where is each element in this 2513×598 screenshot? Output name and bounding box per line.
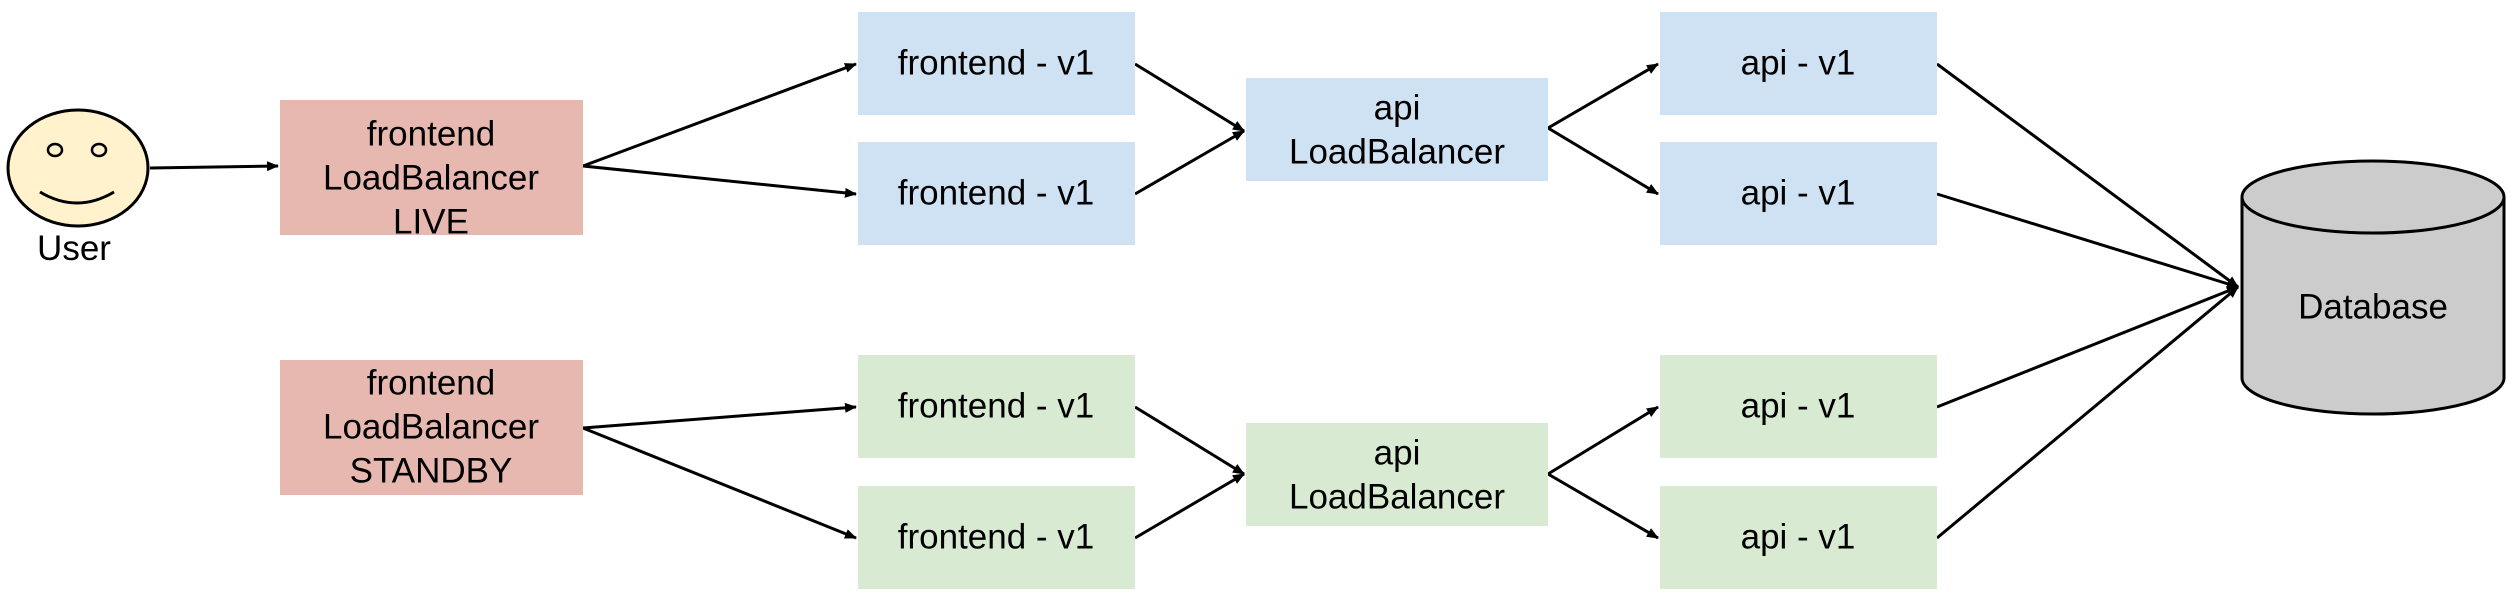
live-api-bottom: api - v1 <box>1660 142 1937 245</box>
live-api-top: api - v1 <box>1660 12 1937 115</box>
live-lb-line-1: frontend <box>367 114 495 153</box>
edge-standby-api-lb-to-api-bottom <box>1547 472 1659 540</box>
standby-api-lb-line-2: LoadBalancer <box>1289 477 1505 516</box>
live-api-loadbalancer: api LoadBalancer <box>1246 78 1548 181</box>
database-cylinder-icon <box>2240 159 2506 416</box>
database-node: Database <box>2240 159 2506 416</box>
edge-standby-api-lb-to-api-top <box>1547 405 1659 476</box>
edge-standby-api-bottom-to-database <box>1936 285 2239 540</box>
standby-api-loadbalancer: api LoadBalancer <box>1246 423 1548 526</box>
standby-frontend-top: frontend - v1 <box>858 355 1135 458</box>
edge-standby-lb-to-frontend-top <box>582 402 857 430</box>
standby-frontend-bottom: frontend - v1 <box>858 486 1135 589</box>
edge-live-api-lb-to-api-bottom <box>1547 126 1659 196</box>
edge-live-api-bottom-to-database <box>1936 192 2239 289</box>
database-label: Database <box>2298 287 2448 326</box>
edge-standby-frontend-bottom-to-api-lb <box>1134 472 1245 540</box>
edge-standby-lb-to-frontend-bottom <box>582 426 857 540</box>
live-frontend-bottom: frontend - v1 <box>858 142 1135 245</box>
standby-lb-line-2: LoadBalancer <box>323 407 539 446</box>
standby-api-lb-line-1: api <box>1374 433 1421 472</box>
smiley-face-icon <box>6 108 150 228</box>
edge-standby-frontend-top-to-api-lb <box>1134 405 1245 476</box>
standby-api-bottom-label: api - v1 <box>1741 517 1856 556</box>
live-frontend-bottom-label: frontend - v1 <box>898 173 1095 212</box>
standby-lb-line-1: frontend <box>367 363 495 402</box>
edges <box>149 62 2239 540</box>
edge-live-api-top-to-database <box>1936 62 2239 289</box>
live-api-lb-line-2: LoadBalancer <box>1289 132 1505 171</box>
standby-frontend-loadbalancer: frontend LoadBalancer STANDBY <box>280 360 583 495</box>
live-api-lb-line-1: api <box>1374 88 1421 127</box>
edge-live-api-lb-to-api-top <box>1547 62 1659 130</box>
user-node: User <box>6 108 150 268</box>
live-frontend-top: frontend - v1 <box>858 12 1135 115</box>
standby-api-top: api - v1 <box>1660 355 1937 458</box>
edge-standby-api-top-to-database <box>1936 285 2239 409</box>
edge-live-frontend-top-to-api-lb <box>1134 62 1245 133</box>
live-api-top-label: api - v1 <box>1741 43 1856 82</box>
edge-user-to-live-lb <box>149 161 279 172</box>
standby-lb-line-3: STANDBY <box>350 451 513 490</box>
standby-api-top-label: api - v1 <box>1741 386 1856 425</box>
live-api-bottom-label: api - v1 <box>1741 173 1856 212</box>
live-lb-line-3: LIVE <box>393 202 469 241</box>
live-frontend-loadbalancer: frontend LoadBalancer LIVE <box>280 100 583 241</box>
edge-live-lb-to-frontend-bottom <box>582 164 857 198</box>
standby-frontend-bottom-label: frontend - v1 <box>898 517 1095 556</box>
user-label: User <box>37 229 111 268</box>
live-lb-line-2: LoadBalancer <box>323 158 539 197</box>
standby-api-bottom: api - v1 <box>1660 486 1937 589</box>
edge-live-lb-to-frontend-top <box>582 62 857 168</box>
edge-live-frontend-bottom-to-api-lb <box>1134 129 1245 196</box>
live-frontend-top-label: frontend - v1 <box>898 43 1095 82</box>
standby-frontend-top-label: frontend - v1 <box>898 386 1095 425</box>
